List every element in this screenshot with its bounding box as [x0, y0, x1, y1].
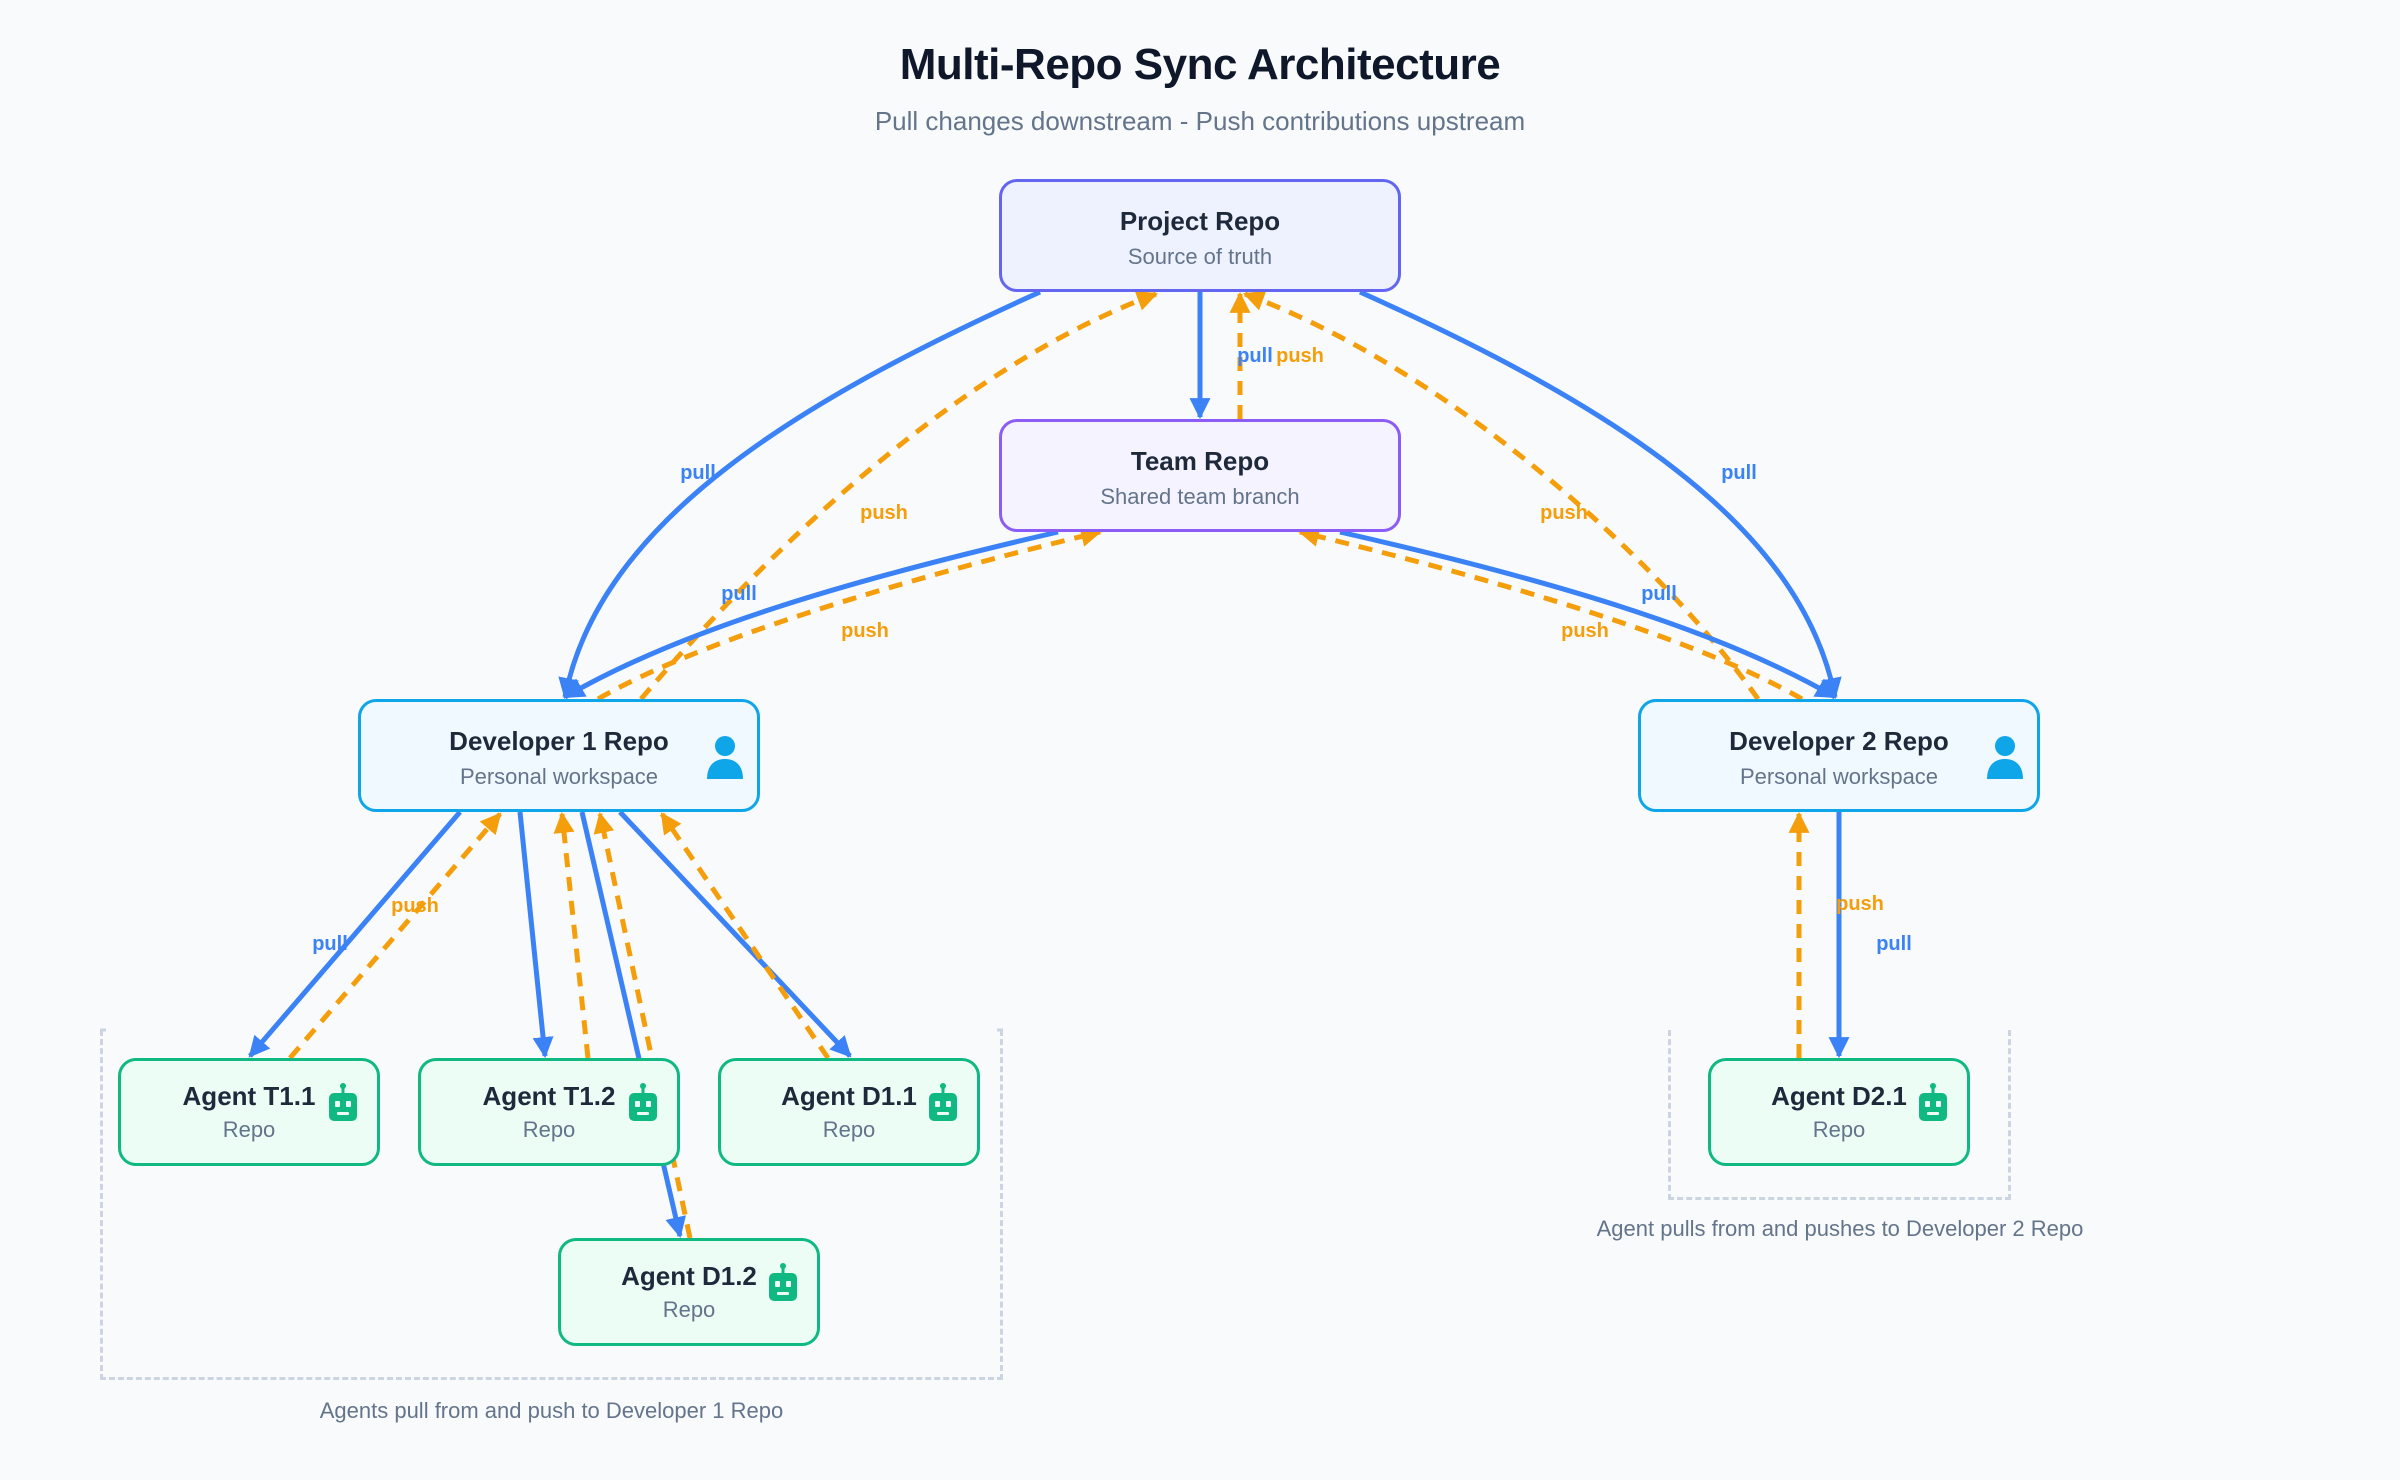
push-label-team-to-project: push	[1276, 345, 1324, 367]
pull-edge-dev1-to-t11	[248, 810, 462, 1058]
agent-d1-1-node[interactable]: Agent D1.1 Repo	[718, 1058, 980, 1166]
agent-t1-1-title: Agent T1.1	[182, 1081, 316, 1111]
agent-d1-1-subtitle: Repo	[822, 1117, 876, 1142]
pull-label-team-to-dev2: pull	[1641, 583, 1677, 605]
agent-t1-2-subtitle: Repo	[522, 1117, 576, 1142]
push-label-dev1-to-project: push	[860, 502, 908, 524]
agent-d2-1-title: Agent D2.1	[1771, 1081, 1907, 1111]
push-edge-dev2-to-team	[1297, 526, 1804, 702]
pull-label-project-to-dev1: pull	[680, 462, 716, 484]
diagram-title: Multi-Repo Sync Architecture	[899, 40, 1501, 89]
push-label-dev2-to-team: push	[1561, 620, 1609, 642]
project-repo-subtitle: Source of truth	[1127, 244, 1273, 269]
agent-d1-2-title: Agent D1.2	[621, 1261, 757, 1291]
diagram-subtitle: Pull changes downstream - Push contribut…	[874, 106, 1526, 136]
agent-t1-2-node[interactable]: Agent T1.2 Repo	[418, 1058, 680, 1166]
push-label-dev2-to-project: push	[1540, 502, 1588, 524]
dev1-agents-caption: Agents pull from and push to Developer 1…	[319, 1398, 784, 1423]
developer-1-repo-node[interactable]: Developer 1 Repo Personal workspace	[358, 699, 760, 812]
project-repo-title: Project Repo	[1119, 206, 1281, 236]
pull-label-dev2-to-d21: pull	[1876, 933, 1912, 955]
agent-t1-2-title: Agent T1.2	[482, 1081, 616, 1111]
pull-label-project-to-team: pull	[1237, 345, 1273, 367]
agent-d2-1-subtitle: Repo	[1812, 1117, 1866, 1142]
agent-d1-1-title: Agent D1.1	[781, 1081, 917, 1111]
developer-1-repo-title: Developer 1 Repo	[449, 726, 669, 756]
agent-t1-1-subtitle: Repo	[222, 1117, 276, 1142]
agent-d1-2-node[interactable]: Agent D1.2 Repo	[558, 1238, 820, 1346]
pull-edge-project-to-dev2	[1358, 289, 1842, 700]
pull-label-project-to-dev2: pull	[1721, 462, 1757, 484]
push-edge-t11-to-dev1	[288, 812, 502, 1060]
pull-label-team-to-dev1: pull	[721, 583, 757, 605]
robot-icon	[769, 1263, 797, 1301]
push-label-t11-to-dev1: push	[391, 895, 439, 917]
user-icon	[1987, 736, 2023, 779]
team-repo-subtitle: Shared team branch	[1100, 484, 1300, 509]
team-repo-node[interactable]: Team Repo Shared team branch	[999, 419, 1401, 532]
push-label-d21-to-dev2: push	[1836, 893, 1884, 915]
pull-label-dev1-to-t11: pull	[312, 933, 348, 955]
pull-edge-dev1-to-d11	[618, 810, 852, 1058]
push-edge-d12-to-dev1	[593, 811, 693, 1239]
dev1-agents-group	[100, 1028, 1003, 1380]
developer-2-repo-node[interactable]: Developer 2 Repo Personal workspace	[1638, 699, 2040, 812]
robot-icon	[1919, 1083, 1947, 1121]
dev2-agents-group	[1668, 1030, 2011, 1200]
robot-icon	[929, 1083, 957, 1121]
pull-edge-dev1-to-t12	[517, 811, 554, 1059]
push-edge-t12-to-dev1	[553, 811, 591, 1059]
project-repo-node[interactable]: Project Repo Source of truth	[999, 179, 1401, 292]
pull-edge-dev1-to-d12	[579, 811, 686, 1239]
push-label-dev1-to-team: push	[841, 620, 889, 642]
agent-t1-1-node[interactable]: Agent T1.1 Repo	[118, 1058, 380, 1166]
dev2-agents-caption: Agent pulls from and pushes to Developer…	[1596, 1216, 2084, 1241]
push-edge-d11-to-dev1	[659, 812, 831, 1060]
robot-icon	[629, 1083, 657, 1121]
developer-2-repo-subtitle: Personal workspace	[1739, 764, 1939, 789]
developer-1-repo-subtitle: Personal workspace	[459, 764, 659, 789]
developer-2-repo-title: Developer 2 Repo	[1729, 726, 1949, 756]
pull-edge-team-to-dev1	[563, 529, 1059, 700]
agent-d1-2-subtitle: Repo	[662, 1297, 716, 1322]
push-edge-dev1-to-team	[596, 526, 1103, 702]
team-repo-title: Team Repo	[1130, 446, 1270, 476]
agent-d2-1-node[interactable]: Agent D2.1 Repo	[1708, 1058, 1970, 1166]
user-icon	[707, 736, 743, 779]
pull-edge-team-to-dev2	[1339, 529, 1837, 700]
pull-edge-project-to-dev1	[558, 289, 1042, 700]
robot-icon	[329, 1083, 357, 1121]
